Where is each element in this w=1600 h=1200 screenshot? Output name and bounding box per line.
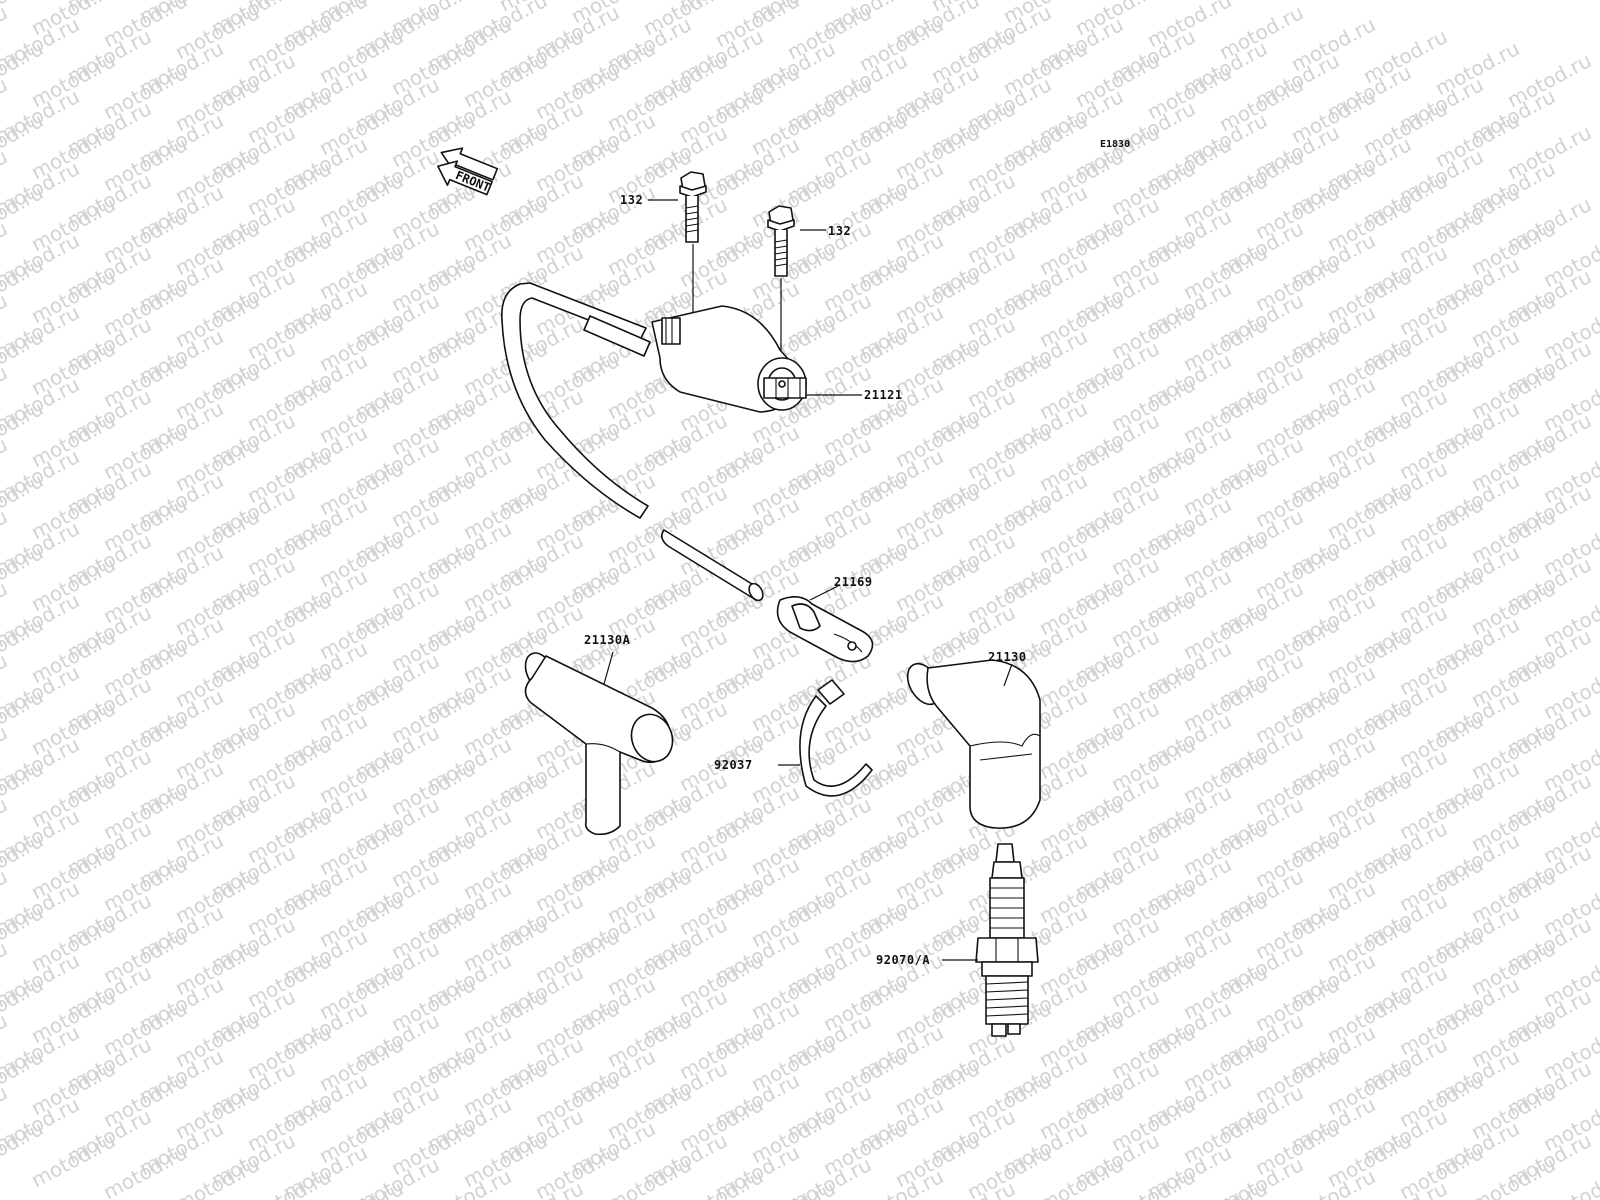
diagram-code: E1830 — [1100, 139, 1130, 150]
callout-cap-a: 21130A — [584, 633, 631, 647]
callout-band: 92037 — [714, 758, 753, 772]
callout-clamp: 21169 — [834, 575, 873, 589]
clamp — [776, 596, 874, 663]
spark-plug — [975, 843, 1039, 1037]
band — [799, 679, 873, 797]
callout-line-clamp — [809, 585, 839, 601]
wire-segment — [660, 529, 764, 602]
callout-line-cap-a — [603, 651, 614, 685]
plug-cap — [906, 659, 1041, 829]
callout-ignition-coil: 21121 — [864, 388, 903, 402]
callout-line-cap — [1003, 663, 1013, 687]
callout-cap: 21130 — [988, 650, 1027, 664]
ignition-coil — [501, 282, 807, 519]
callout-bolt-left: 132 — [620, 193, 643, 207]
plug-cap-a — [524, 652, 674, 836]
callout-spark-plug: 92070/A — [876, 953, 930, 967]
callout-bolt-right: 132 — [828, 224, 851, 238]
